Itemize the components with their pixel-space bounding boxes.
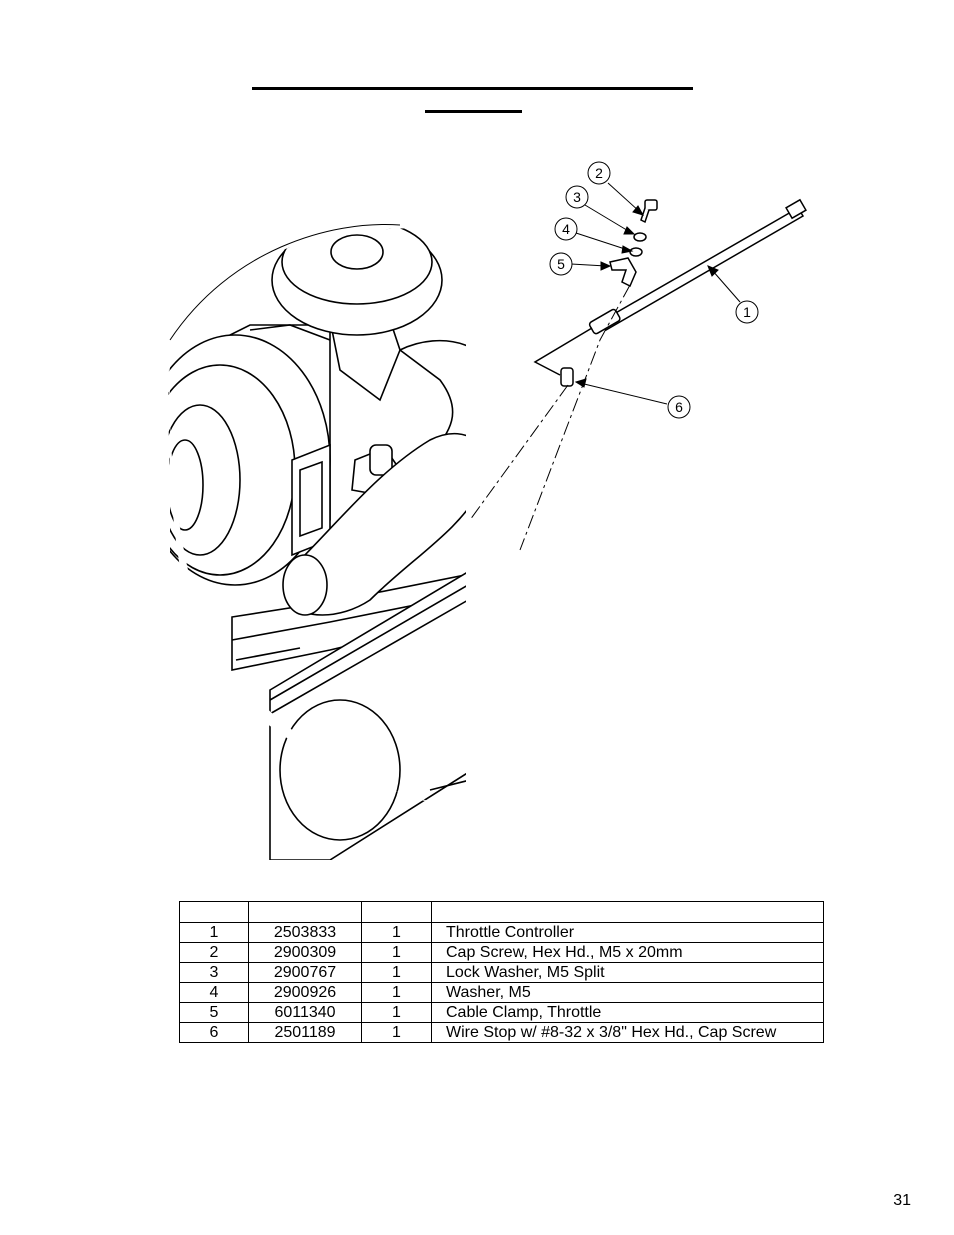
item-number: 6 bbox=[179, 1022, 249, 1043]
quantity: 1 bbox=[361, 1002, 432, 1023]
table-row: 6 2501189 1 Wire Stop w/ #8-32 x 3/8" He… bbox=[179, 1022, 824, 1043]
description: Throttle Controller bbox=[431, 922, 824, 943]
part-number: 2501189 bbox=[248, 1022, 362, 1043]
svg-text:1: 1 bbox=[743, 304, 751, 320]
header-qty bbox=[361, 901, 432, 923]
part-number: 2900926 bbox=[248, 982, 362, 1003]
callout-1: 1 bbox=[735, 300, 759, 324]
svg-text:2: 2 bbox=[595, 165, 603, 181]
item-number: 2 bbox=[179, 942, 249, 963]
item-number: 1 bbox=[179, 922, 249, 943]
quantity: 1 bbox=[361, 942, 432, 963]
header-description bbox=[431, 901, 824, 923]
item-number: 3 bbox=[179, 962, 249, 983]
part-number: 2503833 bbox=[248, 922, 362, 943]
exploded-parts-diagram: 1 2 3 4 5 6 bbox=[168, 161, 807, 860]
table-row: 3 2900767 1 Lock Washer, M5 Split bbox=[179, 962, 824, 983]
engine-illustration bbox=[168, 228, 466, 860]
description: Cap Screw, Hex Hd., M5 x 20mm bbox=[431, 942, 824, 963]
callout-3: 3 bbox=[565, 185, 589, 209]
table-row: 5 6011340 1 Cable Clamp, Throttle bbox=[179, 1002, 824, 1023]
quantity: 1 bbox=[361, 922, 432, 943]
header-item bbox=[179, 901, 249, 923]
description: Lock Washer, M5 Split bbox=[431, 962, 824, 983]
part-number: 2900309 bbox=[248, 942, 362, 963]
description: Washer, M5 bbox=[431, 982, 824, 1003]
header-part-no bbox=[248, 901, 362, 923]
table-row: 4 2900926 1 Washer, M5 bbox=[179, 982, 824, 1003]
table-row: 2 2900309 1 Cap Screw, Hex Hd., M5 x 20m… bbox=[179, 942, 824, 963]
svg-text:4: 4 bbox=[562, 221, 570, 237]
page-number: 31 bbox=[893, 1192, 911, 1209]
callout-4: 4 bbox=[554, 217, 578, 241]
svg-text:6: 6 bbox=[675, 399, 683, 415]
quantity: 1 bbox=[361, 962, 432, 983]
callout-2: 2 bbox=[587, 161, 611, 185]
item-number: 4 bbox=[179, 982, 249, 1003]
description: Cable Clamp, Throttle bbox=[431, 1002, 824, 1023]
description: Wire Stop w/ #8-32 x 3/8" Hex Hd., Cap S… bbox=[431, 1022, 824, 1043]
svg-text:5: 5 bbox=[557, 256, 565, 272]
subtitle-rule bbox=[425, 110, 522, 113]
throttle-cable bbox=[533, 198, 807, 387]
svg-text:3: 3 bbox=[573, 189, 581, 205]
part-number: 6011340 bbox=[248, 1002, 362, 1023]
quantity: 1 bbox=[361, 982, 432, 1003]
parts-table: 1 2503833 1 Throttle Controller 2 290030… bbox=[179, 901, 824, 1043]
leader-lines bbox=[570, 182, 741, 405]
table-header-row bbox=[179, 901, 824, 923]
quantity: 1 bbox=[361, 1022, 432, 1043]
callout-5: 5 bbox=[549, 252, 573, 276]
title-rule bbox=[252, 87, 693, 90]
callout-6: 6 bbox=[667, 395, 691, 419]
table-row: 1 2503833 1 Throttle Controller bbox=[179, 922, 824, 943]
part-number: 2900767 bbox=[248, 962, 362, 983]
item-number: 5 bbox=[179, 1002, 249, 1023]
